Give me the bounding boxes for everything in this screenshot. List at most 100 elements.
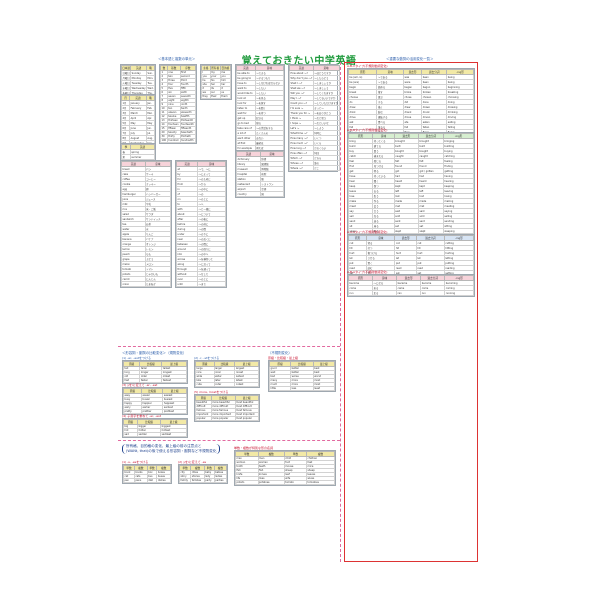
table-row: Could you 〜?〜していただけますか (289, 100, 340, 106)
table-cell: popular (195, 416, 212, 421)
table-row: Will you 〜?〜してくれますか (289, 90, 340, 96)
table-cell: family (178, 478, 192, 483)
table-cell: country (236, 191, 261, 197)
verb-section-frame (344, 62, 478, 562)
table-cell: cuter (213, 382, 236, 387)
caption-comp-double: (4) 子音字を重ねて -er, -est (122, 414, 161, 418)
caption-verbs-abb: A-B-Bタイプ(不規則動詞変化) (347, 128, 388, 132)
table-cell: run (420, 290, 446, 296)
plural-note-line-1: 所有格、目的格の変化、最上級の前の注意点と (126, 444, 202, 448)
table-cell: fastest (161, 378, 187, 383)
table-cell: pen (123, 478, 135, 483)
table-cell: tomatoes (306, 480, 335, 485)
heading-irregular-comparatives: （不規則変化） (268, 351, 292, 355)
table-cell: 水曜日 (120, 85, 132, 91)
table-cell: 〜しなければならない (254, 80, 285, 86)
column-header: 目的格 (219, 65, 232, 71)
table-cell: Why don't you 〜? (289, 75, 314, 81)
table-cell: 月曜日 (120, 75, 132, 81)
table-cell: sadder (137, 432, 162, 437)
table-cell: 100 (160, 138, 168, 143)
table-cell: pens (133, 478, 148, 483)
table-cell: dish (146, 478, 158, 483)
table-cell: most popular (234, 416, 259, 421)
table-cell: hundred (166, 138, 181, 143)
table-cell: potato (235, 480, 259, 485)
caption-plural-s: (1) -s, -esをつける (122, 460, 149, 464)
table-cell: 〜まで (197, 281, 226, 287)
heading-verb-forms: ＜重要な動詞の活用変化一覧＞ (386, 57, 434, 61)
section-divider (118, 346, 340, 347)
table-cell: どこ (312, 165, 340, 171)
caption-plural-irregular: 単数・複数が特別な形の名詞 (234, 446, 274, 450)
table-cell: prettiest (162, 409, 187, 414)
table-row: Where 〜?どこ (289, 165, 340, 171)
table-cell: dishes (156, 478, 171, 483)
heading-comparatives: ＜形容詞・副詞の比較変化＞（規則変化） (122, 351, 187, 355)
caption-comp-r: (2) -r, -stをつける (194, 356, 220, 360)
caption-comp-er: (1) -er, -estをつける (122, 356, 151, 360)
caption-verbs-abc: A-B-Cタイプ(不規則動詞変化) (347, 64, 388, 68)
table-cell: run (347, 290, 374, 296)
page-title: 覚えておきたい中学英語 (241, 56, 357, 67)
table-cell: their (209, 94, 221, 99)
table-cell: たまねぎ (144, 281, 172, 287)
table-cell: little (268, 386, 292, 391)
column-header: 日本語 (120, 65, 132, 71)
table-cell: cutest (234, 382, 259, 387)
caption-comp-more: (5) more, mostをつける (194, 390, 229, 394)
table-cell: fourteenth (179, 122, 197, 127)
caption-verbs-aaa: A-A-Aタイプ(不規則動詞変化) (347, 230, 388, 234)
plural-note-callout: 所有格、目的格の変化、最上級の前の注意点と (WANt, that)の後で使える… (122, 444, 221, 454)
table-row: May I 〜?〜してもいいですか (289, 95, 340, 101)
table-cell: Thank you for 〜 (289, 110, 314, 116)
table-cell: 走る (372, 290, 398, 296)
table-row: until〜まで (175, 281, 226, 287)
table-cell: sad (122, 432, 139, 437)
column-divider (340, 62, 341, 562)
table-cell: saddest (160, 432, 187, 437)
caption-plural-y: (2) yをiに変えて -es (178, 460, 207, 464)
column-header: 所有格 (209, 65, 221, 71)
table-cell: party (203, 478, 215, 483)
table-cell: parties (213, 478, 228, 483)
table-cell: most important (234, 412, 259, 417)
table-cell: cute (195, 382, 215, 387)
table-cell: 火曜日 (120, 80, 132, 86)
table-cell: Where 〜? (289, 165, 314, 171)
table-cell: fast (122, 378, 141, 383)
caption-comp-y: (3) yをiに変えて -er, -est (122, 383, 158, 387)
table-cell: running (444, 290, 474, 296)
table-cell: 〜していただけますか (312, 100, 340, 106)
heading-basic-words: ＜基本語と複数の単元＞ (158, 57, 196, 61)
